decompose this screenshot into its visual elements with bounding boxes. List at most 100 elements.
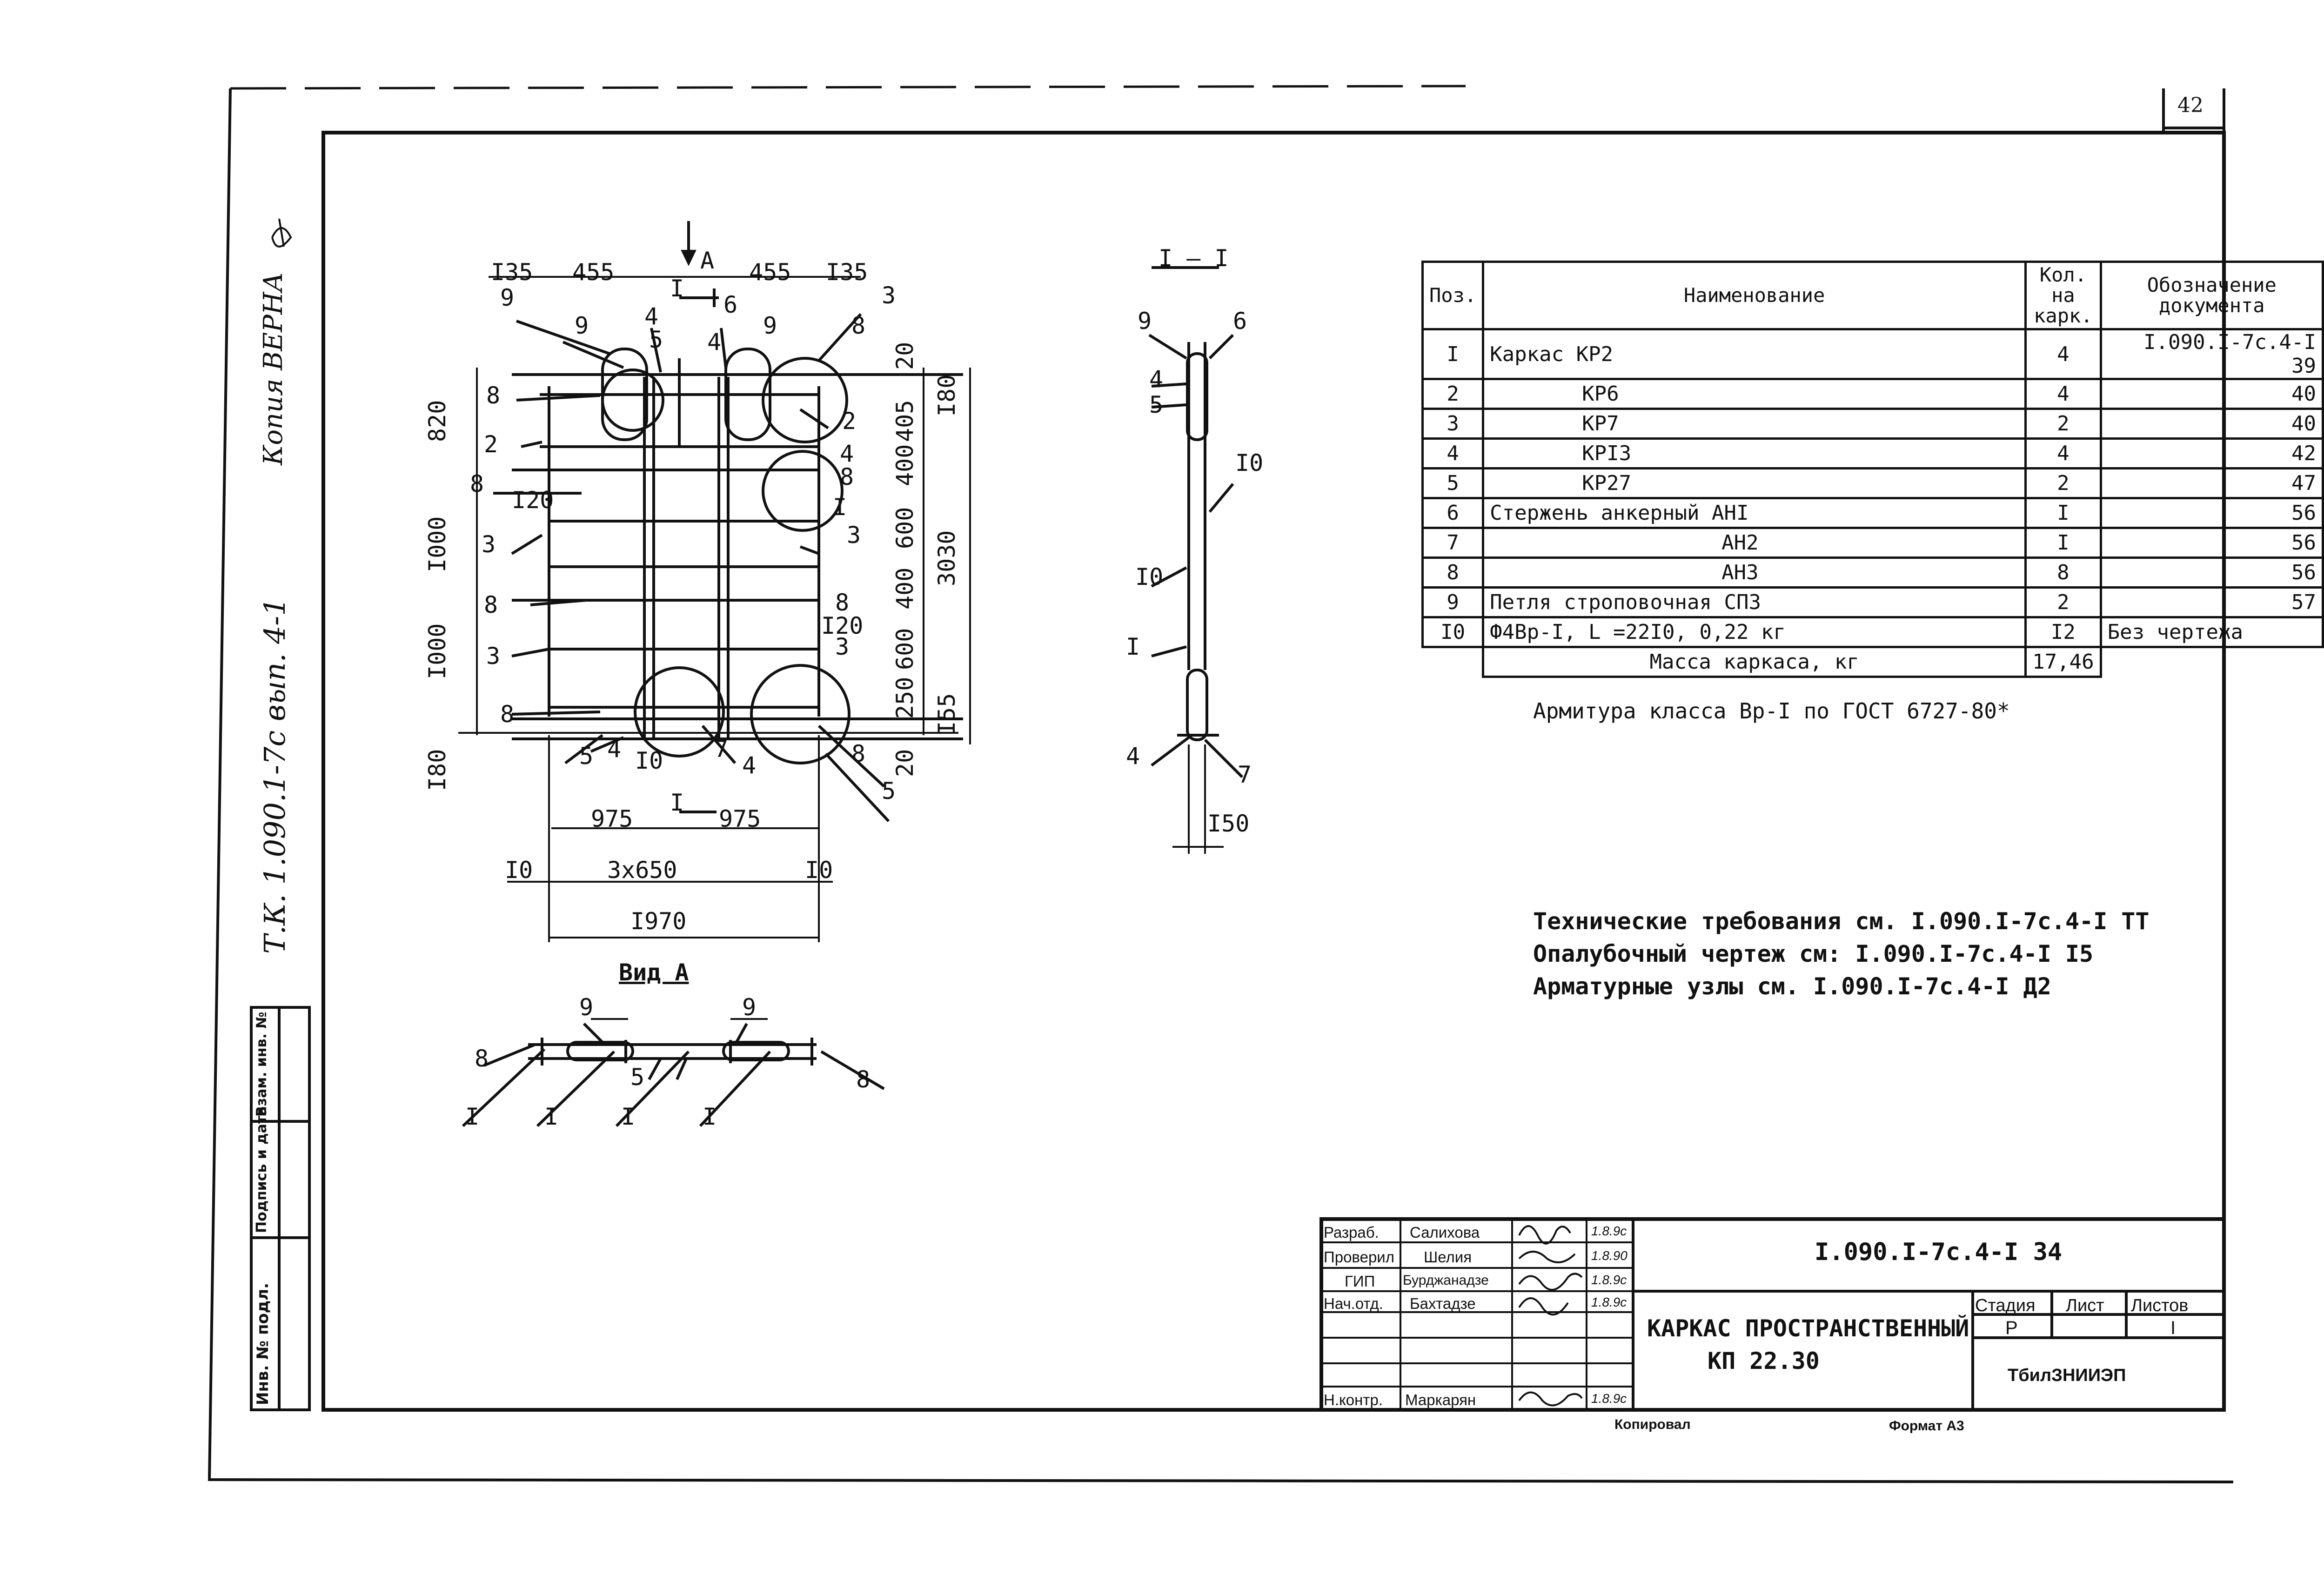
section-pos-label: 4: [1149, 366, 1164, 393]
dim-top-455-left: 455: [572, 259, 615, 286]
table-row: 7 АН2 I 56: [1421, 527, 2324, 559]
sign-date: 1.8.9с: [1591, 1391, 1627, 1406]
cell-doc: I.090.I-7с.4-I 39: [2099, 328, 2324, 380]
pos-label: 9: [575, 312, 589, 339]
cell-pos: 4: [1421, 437, 1485, 469]
dim-bottom-3x650: 3x650: [607, 857, 677, 884]
cell-name: КР27: [1482, 467, 2027, 499]
section-title: I – I: [1159, 245, 1229, 272]
table-row: 2 КР6 4 40: [1421, 378, 2324, 410]
pos-label: 5: [579, 743, 594, 770]
person-name: Шелия: [1424, 1248, 1472, 1266]
cell-qty: 8: [2024, 556, 2102, 589]
sign-date: 1.8.90: [1591, 1248, 1627, 1263]
sign-date: 1.8.9с: [1591, 1224, 1627, 1238]
section-pos-label: I: [1126, 633, 1140, 660]
dim-left-1000-a: I000: [424, 516, 451, 572]
tech-requirements-note: Технические требования см. I.090.I-7с.4-…: [1533, 908, 2150, 935]
person-name: Бахтадзе: [1410, 1295, 1476, 1312]
cell-name: Каркас КР2: [1482, 328, 2027, 380]
strip-signature-date: Подпись и дата: [254, 1106, 270, 1233]
dim-left-1000-b: I000: [424, 623, 451, 679]
dim-left-820: 820: [424, 400, 451, 442]
pos-label: 5: [882, 778, 896, 804]
table-row: 5 КР27 2 47: [1421, 467, 2324, 499]
table-row: 8 АН3 8 56: [1421, 556, 2324, 589]
dim-top-455-right: 455: [749, 259, 791, 286]
strip-replace-inv: Взам. инв. №: [254, 1012, 270, 1117]
person-name: Салихова: [1410, 1224, 1480, 1241]
pos-label: I0: [635, 747, 663, 774]
nodes-note: Арматурные узлы см. I.090.I-7с.4-I Д2: [1533, 973, 2051, 1000]
header-qty: Кол. на карк.: [2024, 261, 2102, 330]
pos-label: 3: [882, 282, 896, 309]
header-name: Наименование: [1482, 261, 2027, 330]
organization: ТбилЗНИИЭП: [2008, 1366, 2126, 1385]
cell-qty: 2: [2024, 408, 2102, 440]
cell-qty: I2: [2024, 616, 2102, 648]
pos-label: 4: [607, 736, 622, 763]
drawing-title: КАРКАС ПРОСТРАНСТВЕННЫЙ: [1647, 1315, 1969, 1342]
pos-label: 2: [484, 431, 498, 458]
cell-qty: 4: [2024, 328, 2102, 380]
dim-bottom-10-right: I0: [805, 857, 833, 884]
dim-right-600-b: 600: [891, 628, 918, 670]
sheets-header: Листов: [2131, 1296, 2189, 1315]
page-number: 42: [2177, 94, 2203, 117]
person-name: Бурджанадзе: [1403, 1273, 1489, 1288]
section-pos-label: 4: [1126, 743, 1140, 770]
sign-date: 1.8.9с: [1591, 1295, 1627, 1309]
cell-name: КР6: [1482, 378, 2027, 410]
table-row: 3 КР7 2 40: [1421, 408, 2324, 440]
role-label: Н.контр.: [1324, 1391, 1383, 1408]
dim-right-20-bottom: 20: [891, 749, 918, 777]
cell-name: Ф4Вр-I, L =22I0, 0,22 кг: [1482, 616, 2027, 648]
header-doc: Обозначение документа: [2099, 261, 2324, 330]
view-a-pos-label: I: [544, 1103, 559, 1130]
cell-pos: I0: [1421, 616, 1485, 648]
cell-doc: 56: [2099, 556, 2324, 589]
pos-label: 6: [723, 291, 738, 318]
view-a-pos-label: 9: [579, 994, 594, 1021]
pos-label: 4: [707, 328, 722, 355]
cell-pos: 9: [1421, 586, 1485, 618]
role-label: Проверил: [1324, 1248, 1394, 1266]
cell-qty: 2: [2024, 467, 2102, 499]
role-label: Нач.отд.: [1324, 1295, 1383, 1312]
armature-note: Армитура класса Вр-I по ГОСТ 6727-80*: [1533, 698, 2010, 724]
role-label: Разраб.: [1324, 1224, 1379, 1241]
mass-value: 17,46: [2024, 646, 2102, 678]
pos-label: 7: [714, 736, 729, 763]
cell-doc: 56: [2099, 527, 2324, 559]
cell-doc: 47: [2099, 467, 2324, 499]
mass-label: Масса каркаса, кг: [1482, 646, 2027, 678]
pos-label: 8: [851, 740, 866, 767]
cell-name: Петля строповочная СПЗ: [1482, 586, 2027, 618]
cell-doc: 57: [2099, 586, 2324, 618]
view-a-pos-label: I: [703, 1103, 717, 1130]
view-a-pos-label: 8: [856, 1066, 871, 1093]
mass-row: Масса каркаса, кг 17,46: [1423, 646, 2323, 678]
cell-doc: Без чертежа: [2099, 616, 2324, 648]
pos-label: 5: [649, 326, 663, 353]
view-a-pos-label: 5: [630, 1064, 645, 1091]
pos-label: 3: [482, 531, 496, 558]
pos-label: 3: [486, 643, 501, 670]
section-pos-label: 7: [1238, 761, 1252, 788]
stage-value: Р: [2005, 1318, 2018, 1338]
stage-header: Стадия: [1975, 1296, 2036, 1315]
view-a-arrow-label: A: [700, 247, 715, 274]
pos-label: 8: [470, 470, 484, 497]
table-row: 6 Стержень анкерный АНI I 56: [1421, 497, 2324, 529]
dim-inner-120-left: I20: [512, 487, 554, 514]
dim-right-400-a: 400: [891, 444, 918, 486]
pos-label: 8: [835, 589, 850, 616]
dim-right-600-a: 600: [891, 507, 918, 549]
section-mark-top: I: [670, 275, 684, 302]
section-dim-150: I50: [1207, 810, 1250, 837]
sign-date: 1.8.9с: [1591, 1273, 1627, 1287]
dim-right-155: I55: [933, 693, 960, 735]
cell-pos: 3: [1421, 408, 1485, 440]
drawing-subtitle: КП 22.30: [1708, 1347, 1820, 1374]
cell-pos: 2: [1421, 378, 1485, 410]
